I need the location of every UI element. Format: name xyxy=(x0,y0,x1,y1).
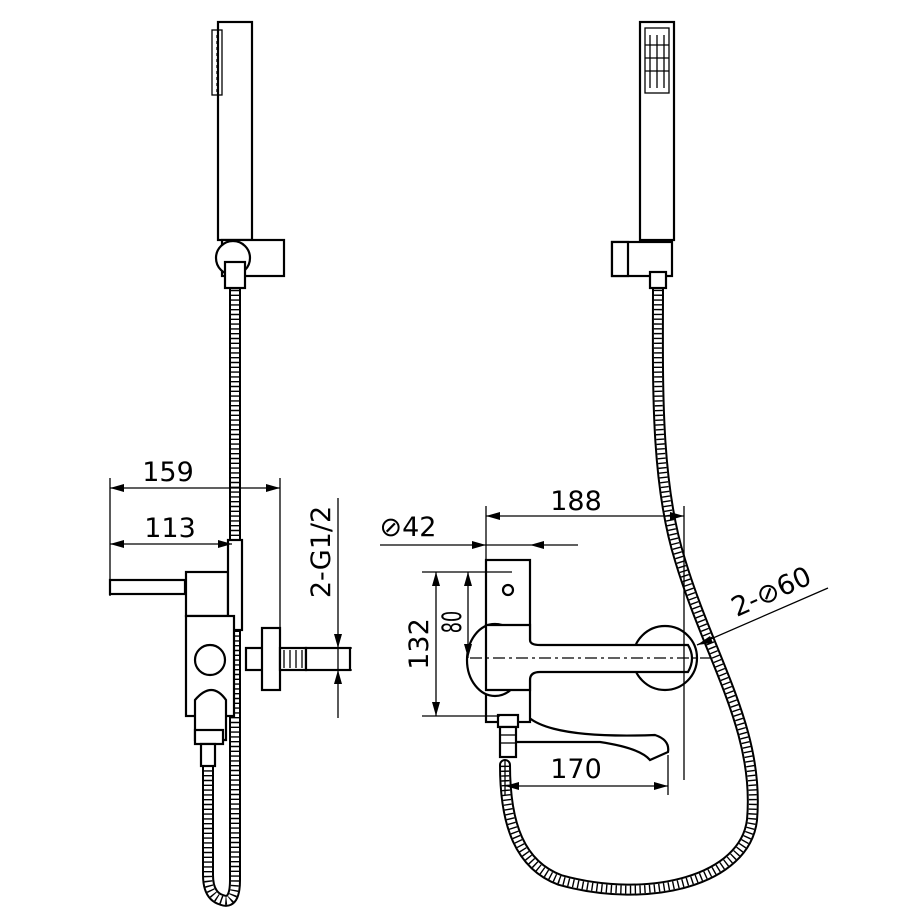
front-view: 188 ⊘42 132 80 170 2-⊘60 xyxy=(380,20,829,896)
side-view-hose xyxy=(202,279,241,907)
dim-188: 188 xyxy=(550,486,602,517)
dim-80: 80 xyxy=(437,611,468,633)
side-view-dimensions: 159 113 2-G1/2 xyxy=(109,457,352,718)
dim-170: 170 xyxy=(550,754,602,785)
dim-132: 132 xyxy=(404,618,435,670)
side-view-hand-shower xyxy=(211,20,286,290)
front-view-mixer xyxy=(465,558,710,762)
front-view-dimensions: 188 ⊘42 132 80 170 2-⊘60 xyxy=(380,486,829,795)
dim-escutcheon-60: 2-⊘60 xyxy=(727,561,816,623)
front-view-hose xyxy=(499,279,759,896)
front-view-hand-shower xyxy=(610,20,676,290)
dim-113: 113 xyxy=(144,513,196,544)
dim-square-42: ⊘42 xyxy=(380,512,437,543)
dim-thread: 2-G1/2 xyxy=(306,506,337,598)
side-view: 159 113 2-G1/2 xyxy=(108,20,352,907)
dim-159: 159 xyxy=(142,457,194,488)
